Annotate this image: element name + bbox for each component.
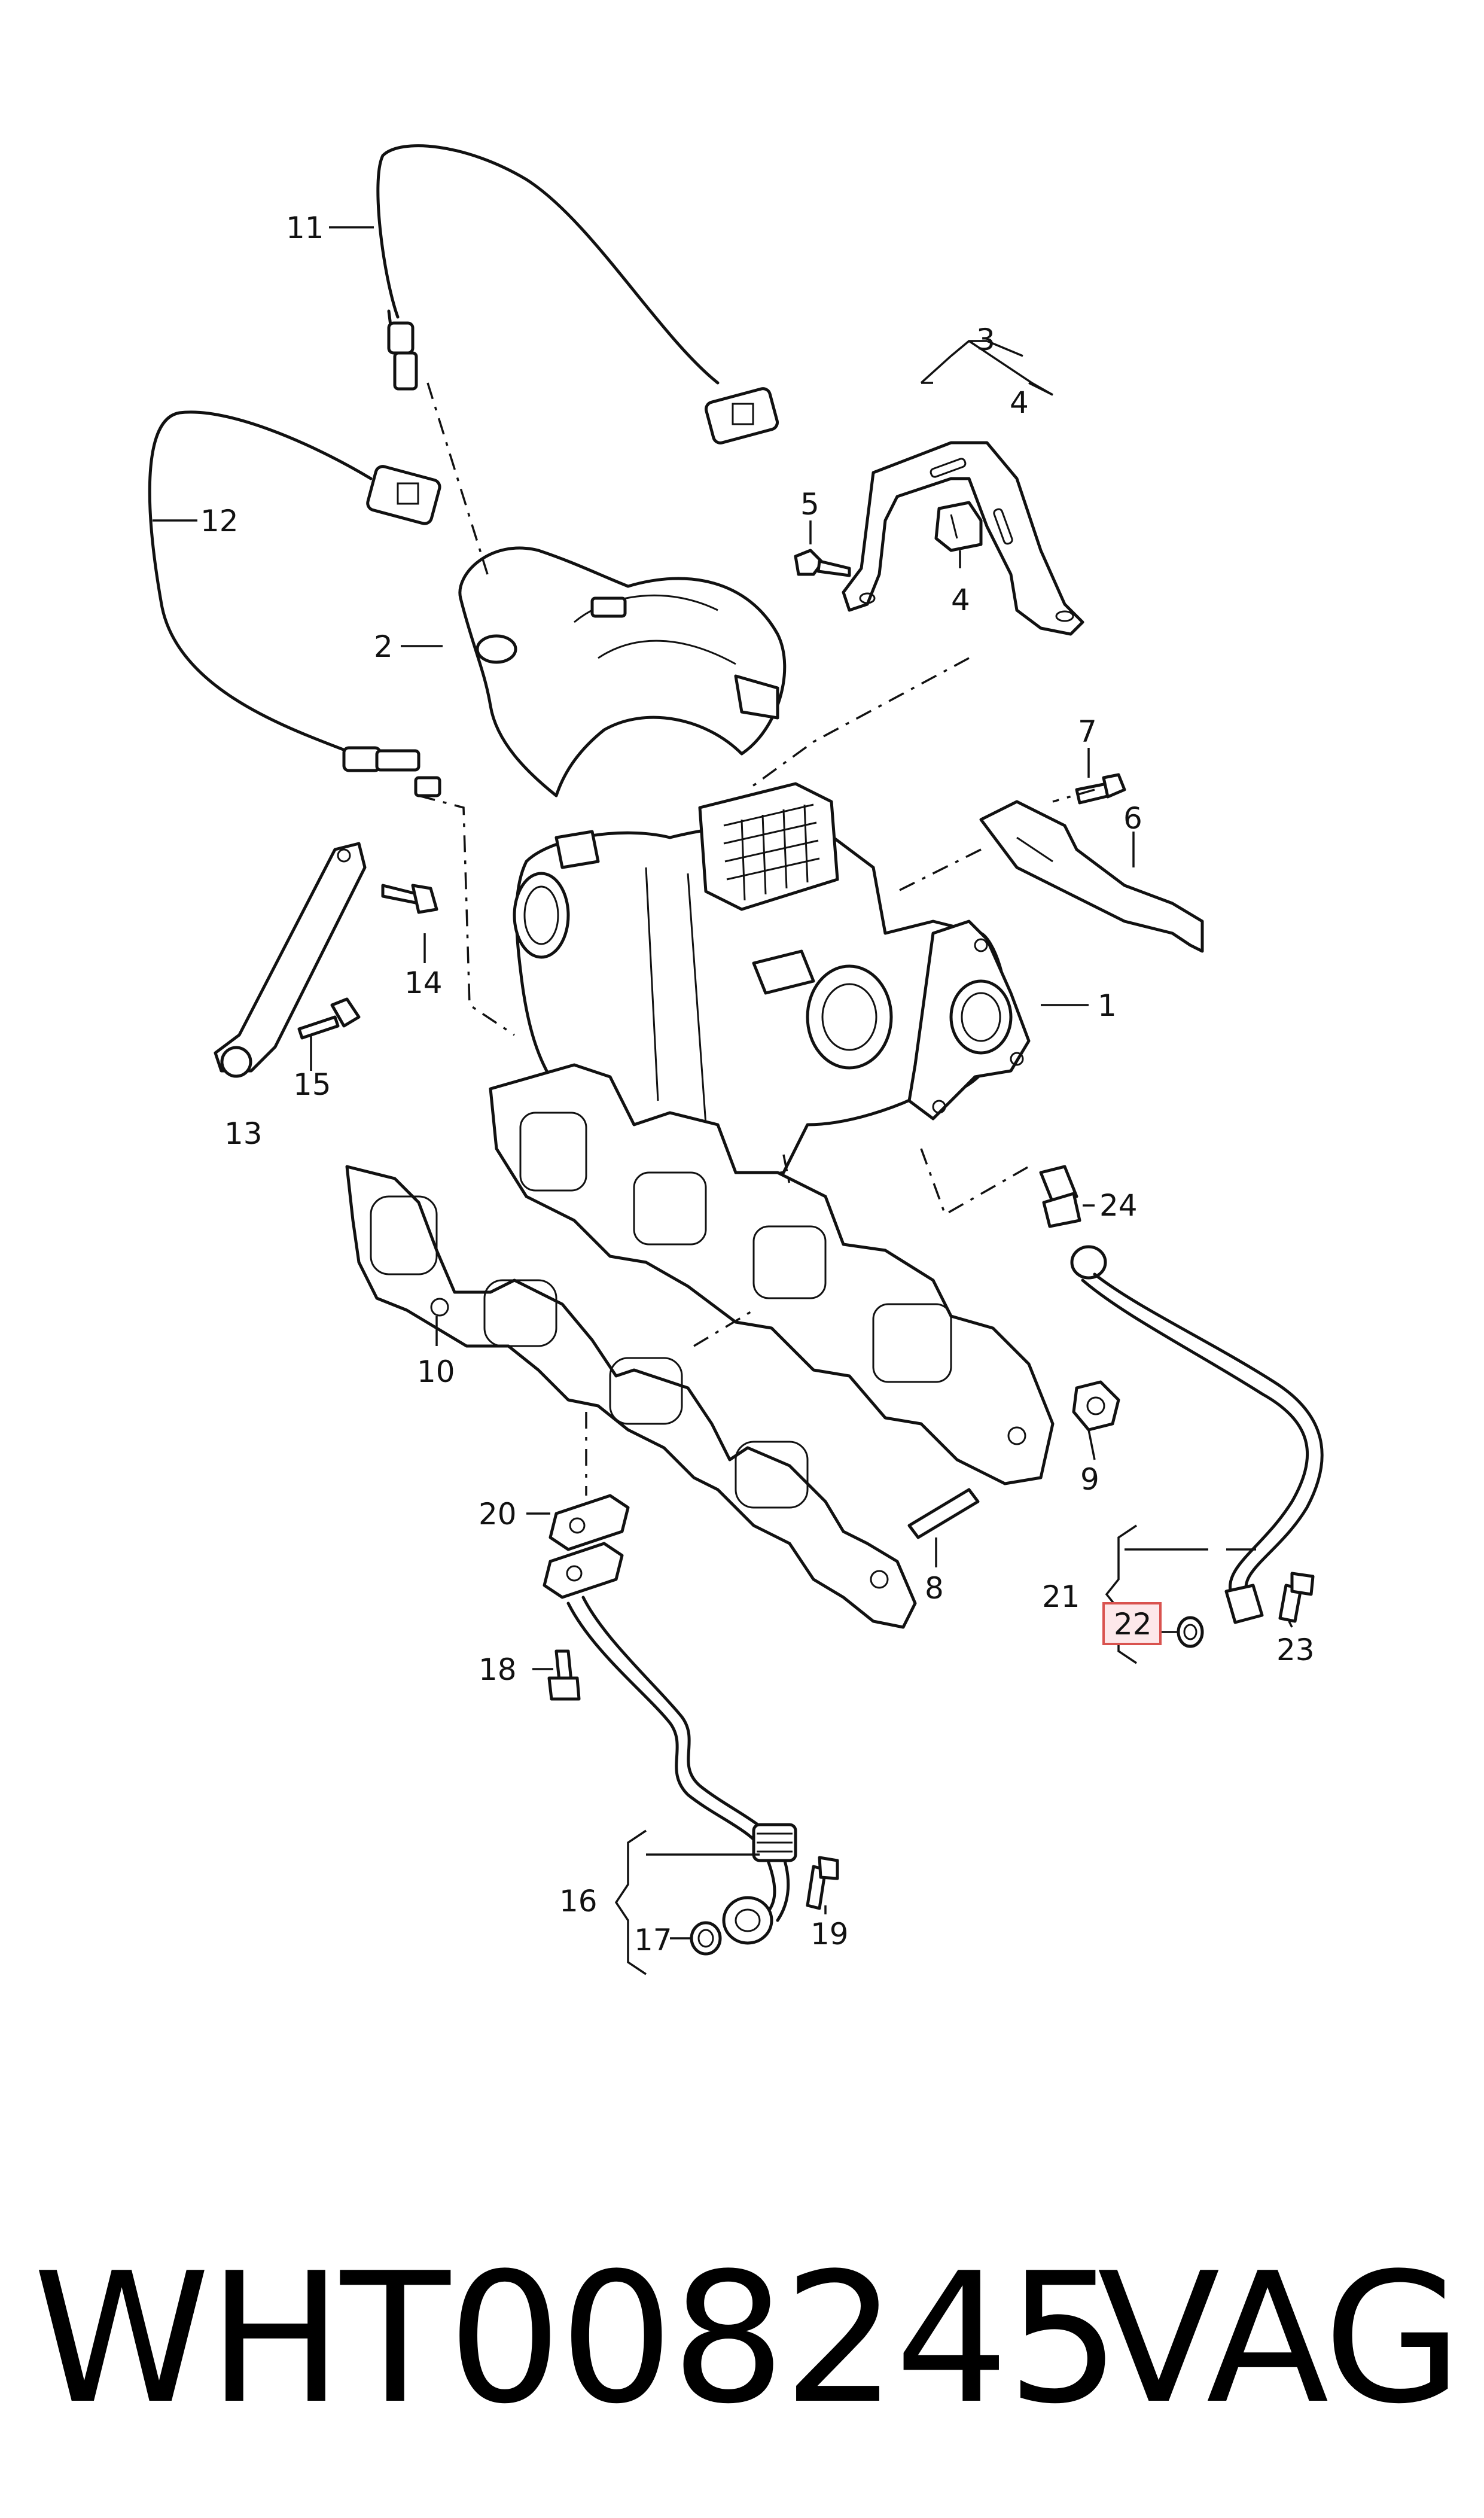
label-4b: 4 <box>951 583 970 617</box>
part-14-bolt <box>381 884 438 914</box>
part-17-o-ring <box>690 1921 722 1956</box>
part-4-clip <box>934 501 983 552</box>
part-22-seal-ring <box>1177 1616 1204 1648</box>
label-22: 22 <box>1114 1607 1152 1642</box>
part-12-sensor-cable <box>148 410 441 797</box>
label-2: 2 <box>374 629 393 664</box>
label-15: 15 <box>293 1067 331 1102</box>
part-labels: 11 12 2 3 4 5 4 7 6 1 14 15 13 24 10 9 2… <box>200 211 1315 1957</box>
part-11-sensor-cable <box>376 144 779 444</box>
label-1: 1 <box>1098 988 1117 1023</box>
part-number-text: WHT008245 <box>33 2234 1121 2443</box>
label-12: 12 <box>200 504 239 538</box>
part-21-oil-feed-line <box>1070 1245 1324 1624</box>
label-18: 18 <box>479 1652 517 1687</box>
leader-lines <box>153 226 1293 1940</box>
part-20-flange <box>543 1494 630 1599</box>
label-5: 5 <box>800 487 819 522</box>
label-8: 8 <box>925 1571 944 1606</box>
part-7-bolt <box>1075 773 1126 805</box>
label-4a: 4 <box>1010 385 1029 420</box>
label-21: 21 <box>1042 1579 1080 1614</box>
bracket-16 <box>614 1829 647 1975</box>
part-8-stud <box>907 1488 980 1539</box>
actuator-grid <box>723 803 820 901</box>
label-6: 6 <box>1123 801 1142 836</box>
part-6-support <box>979 800 1204 953</box>
part-15-bolt <box>297 997 361 1040</box>
part-1-turbocharger <box>513 782 1031 1186</box>
label-17: 17 <box>634 1923 672 1957</box>
label-23: 23 <box>1276 1633 1315 1667</box>
part-24-union <box>1039 1165 1081 1228</box>
bracket-21 <box>1105 1524 1137 1664</box>
label-3: 3 <box>976 322 995 357</box>
part-23-bolt <box>1278 1572 1315 1623</box>
footer-caption: WHT008245 VAG <box>0 2213 1484 2501</box>
label-24: 24 <box>1099 1188 1138 1223</box>
part-16-oil-return-line <box>566 1596 797 1945</box>
label-16: 16 <box>559 1884 598 1919</box>
label-20: 20 <box>479 1497 517 1531</box>
label-13: 13 <box>224 1116 263 1151</box>
exhaust-manifold <box>489 1063 1055 1485</box>
part-10-gasket <box>345 1165 917 1629</box>
part-19-bolt <box>806 1856 839 1910</box>
highlight-box-part-22 <box>1102 1602 1162 1645</box>
label-14: 14 <box>404 966 443 1000</box>
part-3-bracket <box>842 441 1084 636</box>
label-11: 11 <box>286 211 324 245</box>
part-9-nut <box>1072 1380 1120 1432</box>
part-5-bolt <box>794 549 851 577</box>
part-13-support-strut <box>214 842 367 1078</box>
part-2-heat-shield <box>458 546 787 797</box>
label-7: 7 <box>1078 714 1097 749</box>
label-19: 19 <box>810 1917 849 1951</box>
brand-text: VAG <box>1097 2234 1462 2443</box>
label-10: 10 <box>417 1354 455 1389</box>
exploded-parts-diagram: 11 12 2 3 4 5 4 7 6 1 14 15 13 24 10 9 2… <box>148 144 1324 1975</box>
label-9: 9 <box>1080 1462 1099 1497</box>
part-18-bolt <box>547 1649 581 1701</box>
assembly-dash-lines <box>418 382 1095 1496</box>
